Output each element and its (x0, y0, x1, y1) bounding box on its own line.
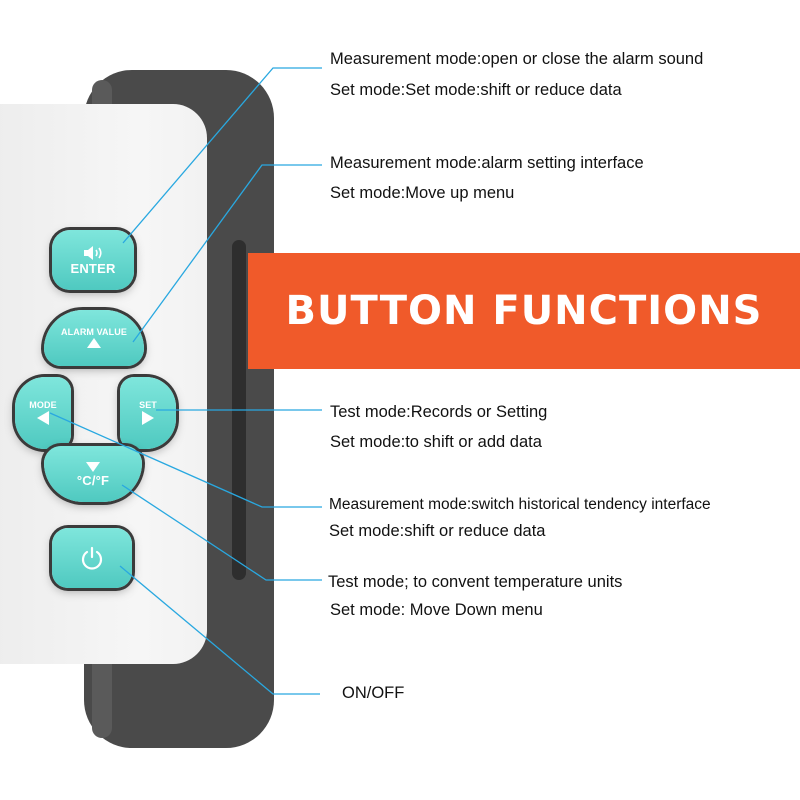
device-side-groove (232, 240, 246, 580)
enter-annotation-line1: Measurement mode:open or close the alarm… (330, 50, 704, 68)
mode-annotation-line2: Set mode:shift or reduce data (329, 522, 546, 540)
enter-annotation-line2: Set mode:Set mode:shift or reduce data (330, 81, 622, 99)
alarm-value-annotation-line1: Measurement mode:alarm setting interface (330, 154, 644, 172)
set-annotation-line2: Set mode:to shift or add data (330, 433, 542, 451)
enter-button[interactable]: ENTER (52, 230, 134, 290)
alarm-value-button[interactable]: ALARM VALUE (44, 310, 144, 366)
unit-toggle-button-label: °C/°F (76, 472, 110, 488)
title-banner: BUTTON FUNCTIONS (248, 253, 800, 369)
speaker-icon (84, 245, 102, 260)
unit-annotation-line1: Test mode; to convent temperature units (328, 573, 623, 591)
unit-annotation-line2: Set mode: Move Down menu (330, 601, 543, 619)
alarm-value-annotation-line2: Set mode:Move up menu (330, 184, 515, 202)
triangle-down-icon (86, 461, 100, 472)
power-button[interactable] (52, 528, 132, 588)
set-button-label: SET (139, 400, 157, 410)
power-icon (81, 546, 103, 570)
mode-annotation-line1: Measurement mode:switch historical tende… (329, 496, 711, 513)
triangle-left-icon (37, 411, 49, 425)
power-annotation-line1: ON/OFF (342, 684, 405, 702)
mode-button[interactable]: MODE (15, 377, 71, 449)
mode-button-label: MODE (29, 400, 57, 410)
alarm-value-button-label: ALARM VALUE (61, 327, 127, 337)
set-annotation-line1: Test mode:Records or Setting (330, 403, 548, 421)
enter-button-label: ENTER (70, 260, 116, 276)
set-button[interactable]: SET (120, 377, 176, 449)
triangle-right-icon (142, 411, 154, 425)
triangle-up-icon (87, 338, 101, 348)
banner-title: BUTTON FUNCTIONS (285, 288, 763, 334)
